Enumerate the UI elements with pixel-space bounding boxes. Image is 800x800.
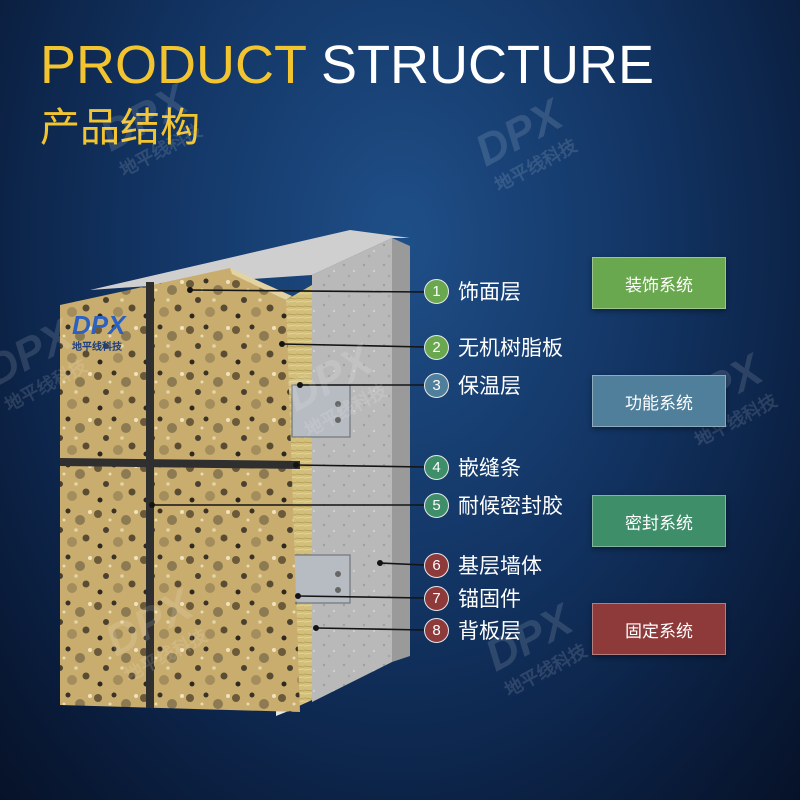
callout-number: 5 bbox=[424, 492, 449, 518]
callout-label: 饰面层 bbox=[458, 280, 521, 304]
callout-number: 3 bbox=[424, 372, 449, 398]
leader-line-8 bbox=[315, 627, 425, 631]
callout-label: 耐候密封胶 bbox=[458, 494, 563, 518]
callout-5: 5 耐候密封胶 bbox=[424, 491, 563, 519]
leader-line-7 bbox=[297, 595, 425, 599]
callout-8: 8 背板层 bbox=[424, 616, 521, 644]
leader-dots bbox=[149, 287, 383, 631]
leader-lines bbox=[152, 289, 425, 631]
callout-label: 基层墙体 bbox=[458, 554, 542, 578]
callout-label: 无机树脂板 bbox=[458, 336, 563, 360]
callout-label: 锚固件 bbox=[458, 587, 521, 611]
leader-line-2 bbox=[281, 343, 425, 348]
callout-number: 2 bbox=[424, 334, 449, 360]
anchor-bolt bbox=[335, 417, 341, 423]
title-word-structure: STRUCTURE bbox=[321, 35, 655, 95]
callout-label: 背板层 bbox=[458, 619, 521, 643]
system-decoration: 装饰系统 bbox=[592, 257, 726, 309]
callout-label: 保温层 bbox=[458, 374, 521, 398]
callout-3: 3 保温层 bbox=[424, 371, 521, 399]
system-sealing: 密封系统 bbox=[592, 495, 726, 547]
system-fixing: 固定系统 bbox=[592, 603, 726, 655]
panel-bevel bbox=[230, 268, 292, 300]
base-wall-top bbox=[90, 230, 410, 290]
anchor-upper bbox=[291, 384, 351, 438]
base-wall-side bbox=[392, 238, 410, 662]
stone-panel-face bbox=[60, 268, 300, 712]
page-title-cn: 产品结构 bbox=[40, 105, 200, 151]
callout-number: 4 bbox=[424, 454, 449, 480]
base-wall-face bbox=[312, 238, 392, 702]
anchor-bolt bbox=[335, 571, 341, 577]
anchor-bolt bbox=[335, 587, 341, 593]
callout-number: 1 bbox=[424, 278, 449, 304]
page-title-en: PRODUCT STRUCTURE bbox=[40, 38, 654, 92]
callout-7: 7 锚固件 bbox=[424, 584, 521, 612]
callout-number: 7 bbox=[424, 585, 449, 611]
anchor-lower bbox=[291, 554, 351, 604]
joint-horizontal bbox=[59, 458, 301, 469]
callout-label: 嵌缝条 bbox=[458, 456, 521, 480]
anchor-bolt bbox=[335, 401, 341, 407]
leader-line-1 bbox=[189, 289, 425, 293]
callout-number: 6 bbox=[424, 552, 449, 578]
callout-4: 4 嵌缝条 bbox=[424, 453, 521, 481]
leader-line-4 bbox=[295, 464, 425, 468]
callout-6: 6 基层墙体 bbox=[424, 551, 542, 579]
title-word-product: PRODUCT bbox=[40, 35, 307, 95]
callout-1: 1 饰面层 bbox=[424, 277, 521, 305]
system-function: 功能系统 bbox=[592, 375, 726, 427]
callout-2: 2 无机树脂板 bbox=[424, 333, 563, 361]
callout-number: 8 bbox=[424, 617, 449, 643]
leader-line-6 bbox=[379, 562, 425, 566]
